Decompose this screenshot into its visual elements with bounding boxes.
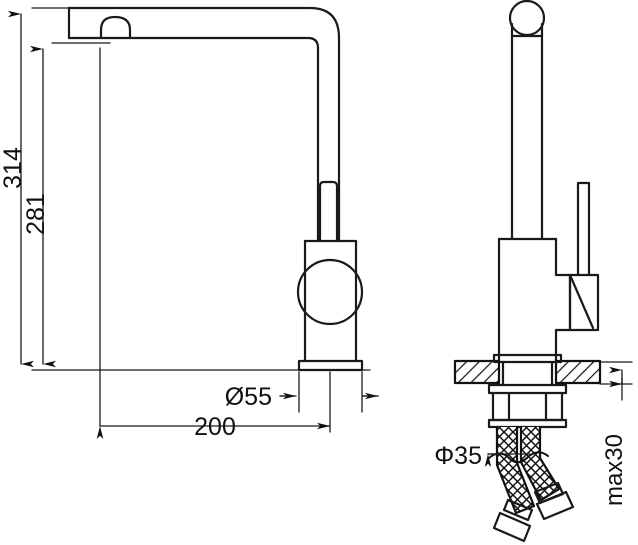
fixing-nut-body xyxy=(491,391,564,422)
dimension-label-d55: Ø55 xyxy=(225,383,272,411)
dimension-label-314: 314 xyxy=(0,147,27,189)
hose-fitting-left xyxy=(502,498,534,522)
dimension-max-counter-thickness xyxy=(599,361,633,401)
dimension-label-200: 200 xyxy=(194,413,236,441)
spout-outer-profile xyxy=(67,6,341,194)
front-elevation-view xyxy=(453,0,602,543)
hose-nut-left xyxy=(492,511,532,543)
flex-hose-left xyxy=(495,425,536,515)
dimension-label-phi35: Φ35 xyxy=(434,442,482,470)
faucet-body-housing xyxy=(303,239,358,363)
mounting-flange xyxy=(492,353,563,364)
handle-lever-front xyxy=(568,181,600,332)
handle-lever xyxy=(318,180,339,243)
handle-ball-joint xyxy=(296,258,364,326)
hose-nut-right xyxy=(535,490,575,521)
handle-hub-step xyxy=(554,273,572,365)
countertop-left xyxy=(453,359,501,385)
countertop-right xyxy=(554,359,602,385)
spout-top-circle xyxy=(508,0,546,37)
dimension-base-diameter xyxy=(279,371,379,413)
dimension-spout-reach xyxy=(96,371,331,439)
handle-lever-angle xyxy=(568,273,595,330)
spout-inner-profile xyxy=(67,36,320,194)
aerator-outlet xyxy=(99,15,132,40)
side-elevation-view xyxy=(67,6,364,372)
dimension-label-max30: max30 xyxy=(601,434,628,506)
dimension-label-281: 281 xyxy=(22,193,50,235)
fixing-nut-bottom xyxy=(487,418,568,429)
body-block xyxy=(497,237,558,365)
fixing-washer xyxy=(487,383,568,395)
spout-collar xyxy=(510,22,544,38)
dimension-spout-height xyxy=(30,42,111,368)
base-flange-plate xyxy=(297,359,364,372)
dimension-overall-height xyxy=(8,7,371,371)
